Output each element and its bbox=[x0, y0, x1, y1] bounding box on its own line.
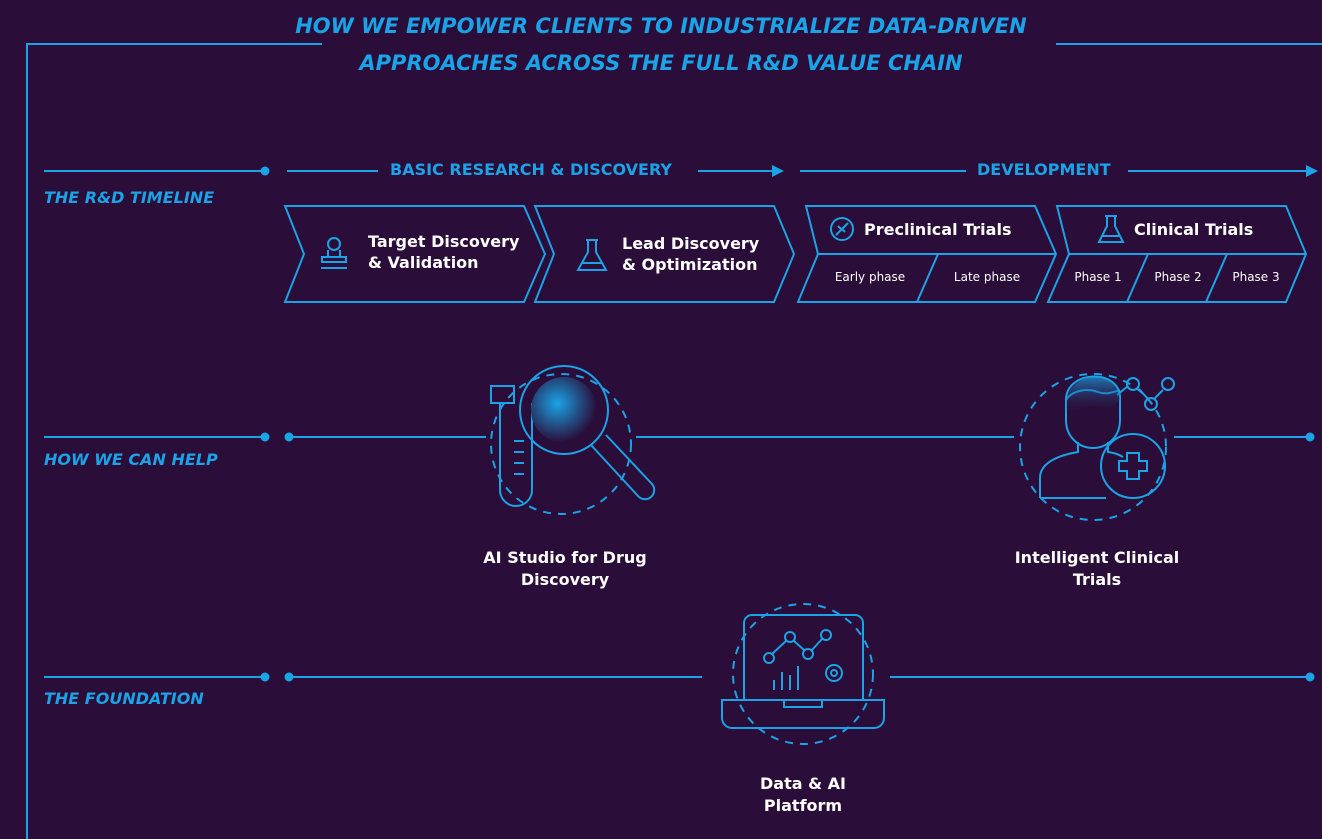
row-label-timeline: THE R&D TIMELINE bbox=[44, 188, 215, 207]
pill-icon bbox=[830, 217, 854, 241]
stage-target-label: Target Discovery & Validation bbox=[368, 231, 519, 273]
row-label-help: HOW WE CAN HELP bbox=[44, 450, 218, 469]
sub-phase-1: Phase 1 bbox=[1074, 270, 1122, 284]
phase-research: BASIC RESEARCH & DISCOVERY bbox=[382, 160, 681, 179]
dot bbox=[260, 432, 270, 442]
service-ai-studio-line-1: AI Studio for Drug bbox=[483, 548, 647, 567]
service-ai-studio-label: AI Studio for Drug Discovery bbox=[465, 547, 665, 591]
service-ai-studio-line-2: Discovery bbox=[520, 570, 610, 589]
service-platform-line-2: Platform bbox=[763, 796, 843, 815]
dot bbox=[1305, 432, 1315, 442]
row-label-foundation: THE FOUNDATION bbox=[44, 689, 204, 708]
stage-target-discovery bbox=[283, 205, 547, 303]
test-tube-magnifier-icon bbox=[490, 365, 656, 515]
arrow-head bbox=[1306, 165, 1318, 177]
arrow-head bbox=[772, 165, 784, 177]
stage-clinical-slash-1 bbox=[1126, 253, 1149, 303]
stage-preclinical-title: Preclinical Trials bbox=[864, 220, 1012, 239]
stage-target-line-2: & Validation bbox=[368, 253, 479, 272]
flask-icon bbox=[576, 239, 608, 271]
service-clinical-label: Intelligent Clinical Trials bbox=[995, 547, 1199, 591]
sub-late-phase: Late phase bbox=[953, 270, 1021, 284]
dot bbox=[260, 672, 270, 682]
service-clinical-line-2: Trials bbox=[1072, 570, 1122, 589]
frame-outline bbox=[26, 43, 322, 839]
head-fill bbox=[1066, 377, 1120, 415]
service-clinical-line-1: Intelligent Clinical bbox=[1014, 548, 1180, 567]
stage-lead-label: Lead Discovery & Optimization bbox=[622, 233, 759, 275]
stage-preclinical-slash bbox=[916, 253, 939, 303]
dot bbox=[260, 166, 270, 176]
lens-fill bbox=[531, 377, 597, 443]
stamp-icon bbox=[321, 237, 347, 269]
phase-development: DEVELOPMENT bbox=[969, 160, 1119, 179]
stage-lead-line-2: & Optimization bbox=[622, 255, 758, 274]
stage-clinical-slash-2 bbox=[1205, 253, 1228, 303]
sub-early-phase: Early phase bbox=[834, 270, 906, 284]
laptop-analytics-icon bbox=[721, 603, 885, 745]
stage-target-line-1: Target Discovery bbox=[368, 232, 520, 251]
dot bbox=[284, 672, 294, 682]
stage-lead-discovery bbox=[533, 205, 796, 303]
service-platform-line-1: Data & AI bbox=[760, 774, 846, 793]
connector-dots bbox=[260, 165, 1318, 682]
flask-icon-clinical bbox=[1097, 215, 1125, 243]
service-platform-label: Data & AI Platform bbox=[723, 773, 883, 817]
dot bbox=[284, 432, 294, 442]
stage-lead-line-1: Lead Discovery bbox=[622, 234, 760, 253]
stage-clinical-title: Clinical Trials bbox=[1134, 220, 1254, 239]
page-title-line-2: APPROACHES ACROSS THE FULL R&D VALUE CHA… bbox=[359, 51, 963, 75]
sub-phase-2: Phase 2 bbox=[1154, 270, 1202, 284]
sub-phase-3: Phase 3 bbox=[1232, 270, 1280, 284]
page-title-line-1: HOW WE EMPOWER CLIENTS TO INDUSTRIALIZE … bbox=[295, 14, 1027, 38]
dot bbox=[1305, 672, 1315, 682]
